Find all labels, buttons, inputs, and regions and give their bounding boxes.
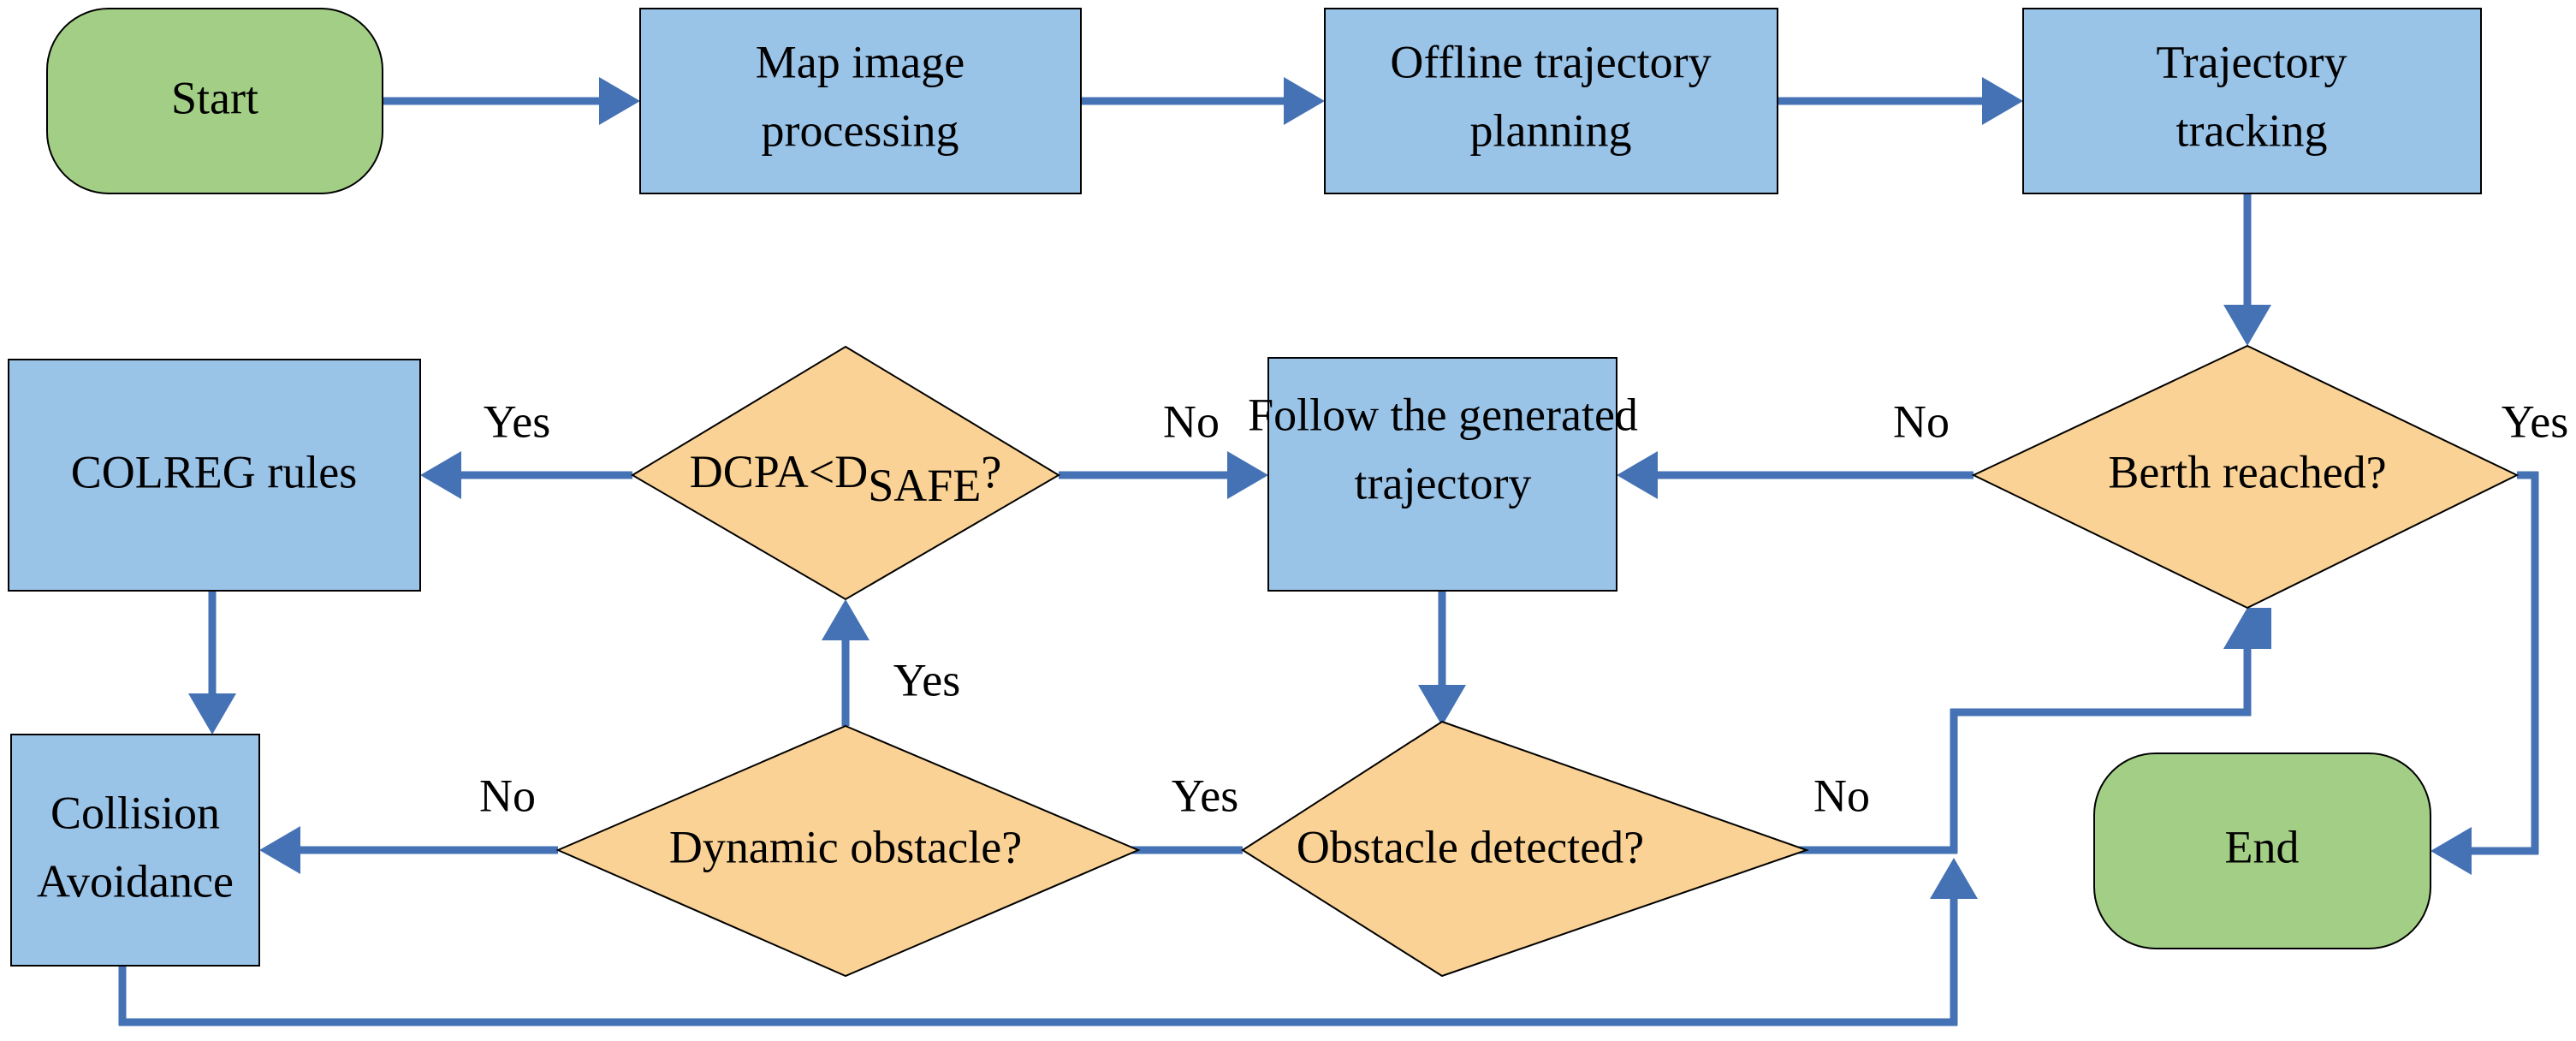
edge-dynamic-yes-to-dcpa bbox=[822, 599, 870, 726]
node-colreg-rules[interactable]: COLREG rules bbox=[8, 359, 421, 592]
node-collision-avoidance-line2: Avoidance bbox=[37, 855, 234, 907]
node-offline-trajectory-planning[interactable]: Offline trajectory planning bbox=[1324, 8, 1778, 194]
node-dcpa-check-tail: ? bbox=[981, 446, 1001, 497]
edge-label-berth-yes: Yes bbox=[2502, 396, 2569, 447]
edge-berth-yes-to-end bbox=[2431, 471, 2539, 875]
edge-follow-to-obstacle bbox=[1418, 591, 1466, 726]
edge-start-to-map bbox=[383, 77, 640, 125]
edge-dcpa-yes-to-colreg bbox=[420, 451, 632, 499]
node-berth-reached-label: Berth reached? bbox=[2108, 446, 2386, 497]
node-start[interactable]: Start bbox=[46, 8, 383, 194]
edge-collision-to-berth-loop bbox=[118, 858, 1978, 1026]
node-collision-avoidance-line1: Collision bbox=[50, 787, 220, 838]
node-colreg-rules-label: COLREG rules bbox=[71, 446, 357, 497]
node-map-image-processing-line1: Map image bbox=[756, 36, 965, 87]
node-dynamic-obstacle[interactable]: Dynamic obstacle? bbox=[555, 724, 1141, 978]
edge-colreg-to-collision bbox=[188, 591, 236, 735]
node-dcpa-check[interactable]: DCPA<DSAFE? bbox=[631, 345, 1060, 601]
edge-label-berth-no: No bbox=[1893, 396, 1950, 447]
edge-label-dcpa-no: No bbox=[1163, 396, 1220, 447]
node-trajectory-tracking-line2: tracking bbox=[2176, 104, 2328, 156]
node-map-image-processing-line2: processing bbox=[762, 104, 959, 156]
node-collision-avoidance[interactable]: Collision Avoidance bbox=[10, 734, 260, 967]
node-follow-trajectory-line1: Follow the generated bbox=[1248, 389, 1638, 440]
node-trajectory-tracking-line1: Trajectory bbox=[2157, 36, 2347, 87]
edge-berth-no-to-follow bbox=[1617, 451, 1974, 499]
node-obstacle-detected[interactable]: Obstacle detected? bbox=[1241, 720, 1810, 978]
node-follow-trajectory-line2: trajectory bbox=[1355, 457, 1532, 509]
node-trajectory-tracking[interactable]: Trajectory tracking bbox=[2022, 8, 2482, 194]
edge-label-dynamic-no: No bbox=[479, 770, 536, 821]
edge-map-to-offline bbox=[1081, 77, 1325, 125]
node-berth-reached[interactable]: Berth reached? bbox=[1971, 344, 2520, 610]
node-dcpa-check-sub: SAFE bbox=[868, 460, 981, 511]
edge-label-dynamic-yes: Yes bbox=[893, 654, 961, 705]
node-follow-trajectory[interactable]: Follow the generated trajectory bbox=[1248, 357, 1638, 592]
edge-label-dcpa-yes: Yes bbox=[484, 396, 551, 447]
edge-label-obstacle-no: No bbox=[1813, 770, 1870, 821]
edge-dynamic-no-to-collision bbox=[259, 826, 558, 874]
node-start-label: Start bbox=[171, 72, 258, 123]
node-offline-trajectory-planning-line1: Offline trajectory bbox=[1390, 36, 1711, 87]
node-offline-trajectory-planning-line2: planning bbox=[1470, 104, 1632, 156]
edge-label-obstacle-yes: Yes bbox=[1172, 770, 1239, 821]
node-end[interactable]: End bbox=[2093, 752, 2431, 949]
node-dcpa-check-label: DCPA<DSAFE? bbox=[690, 446, 1002, 511]
edge-tracking-to-berth bbox=[2223, 193, 2271, 346]
node-dynamic-obstacle-label: Dynamic obstacle? bbox=[669, 821, 1022, 872]
node-dcpa-check-main: DCPA<D bbox=[690, 446, 869, 497]
edge-offline-to-tracking bbox=[1778, 77, 2023, 125]
edge-dcpa-no-to-follow bbox=[1059, 451, 1268, 499]
node-map-image-processing[interactable]: Map image processing bbox=[639, 8, 1082, 194]
node-obstacle-detected-label: Obstacle detected? bbox=[1297, 821, 1644, 872]
node-end-label: End bbox=[2225, 821, 2300, 872]
